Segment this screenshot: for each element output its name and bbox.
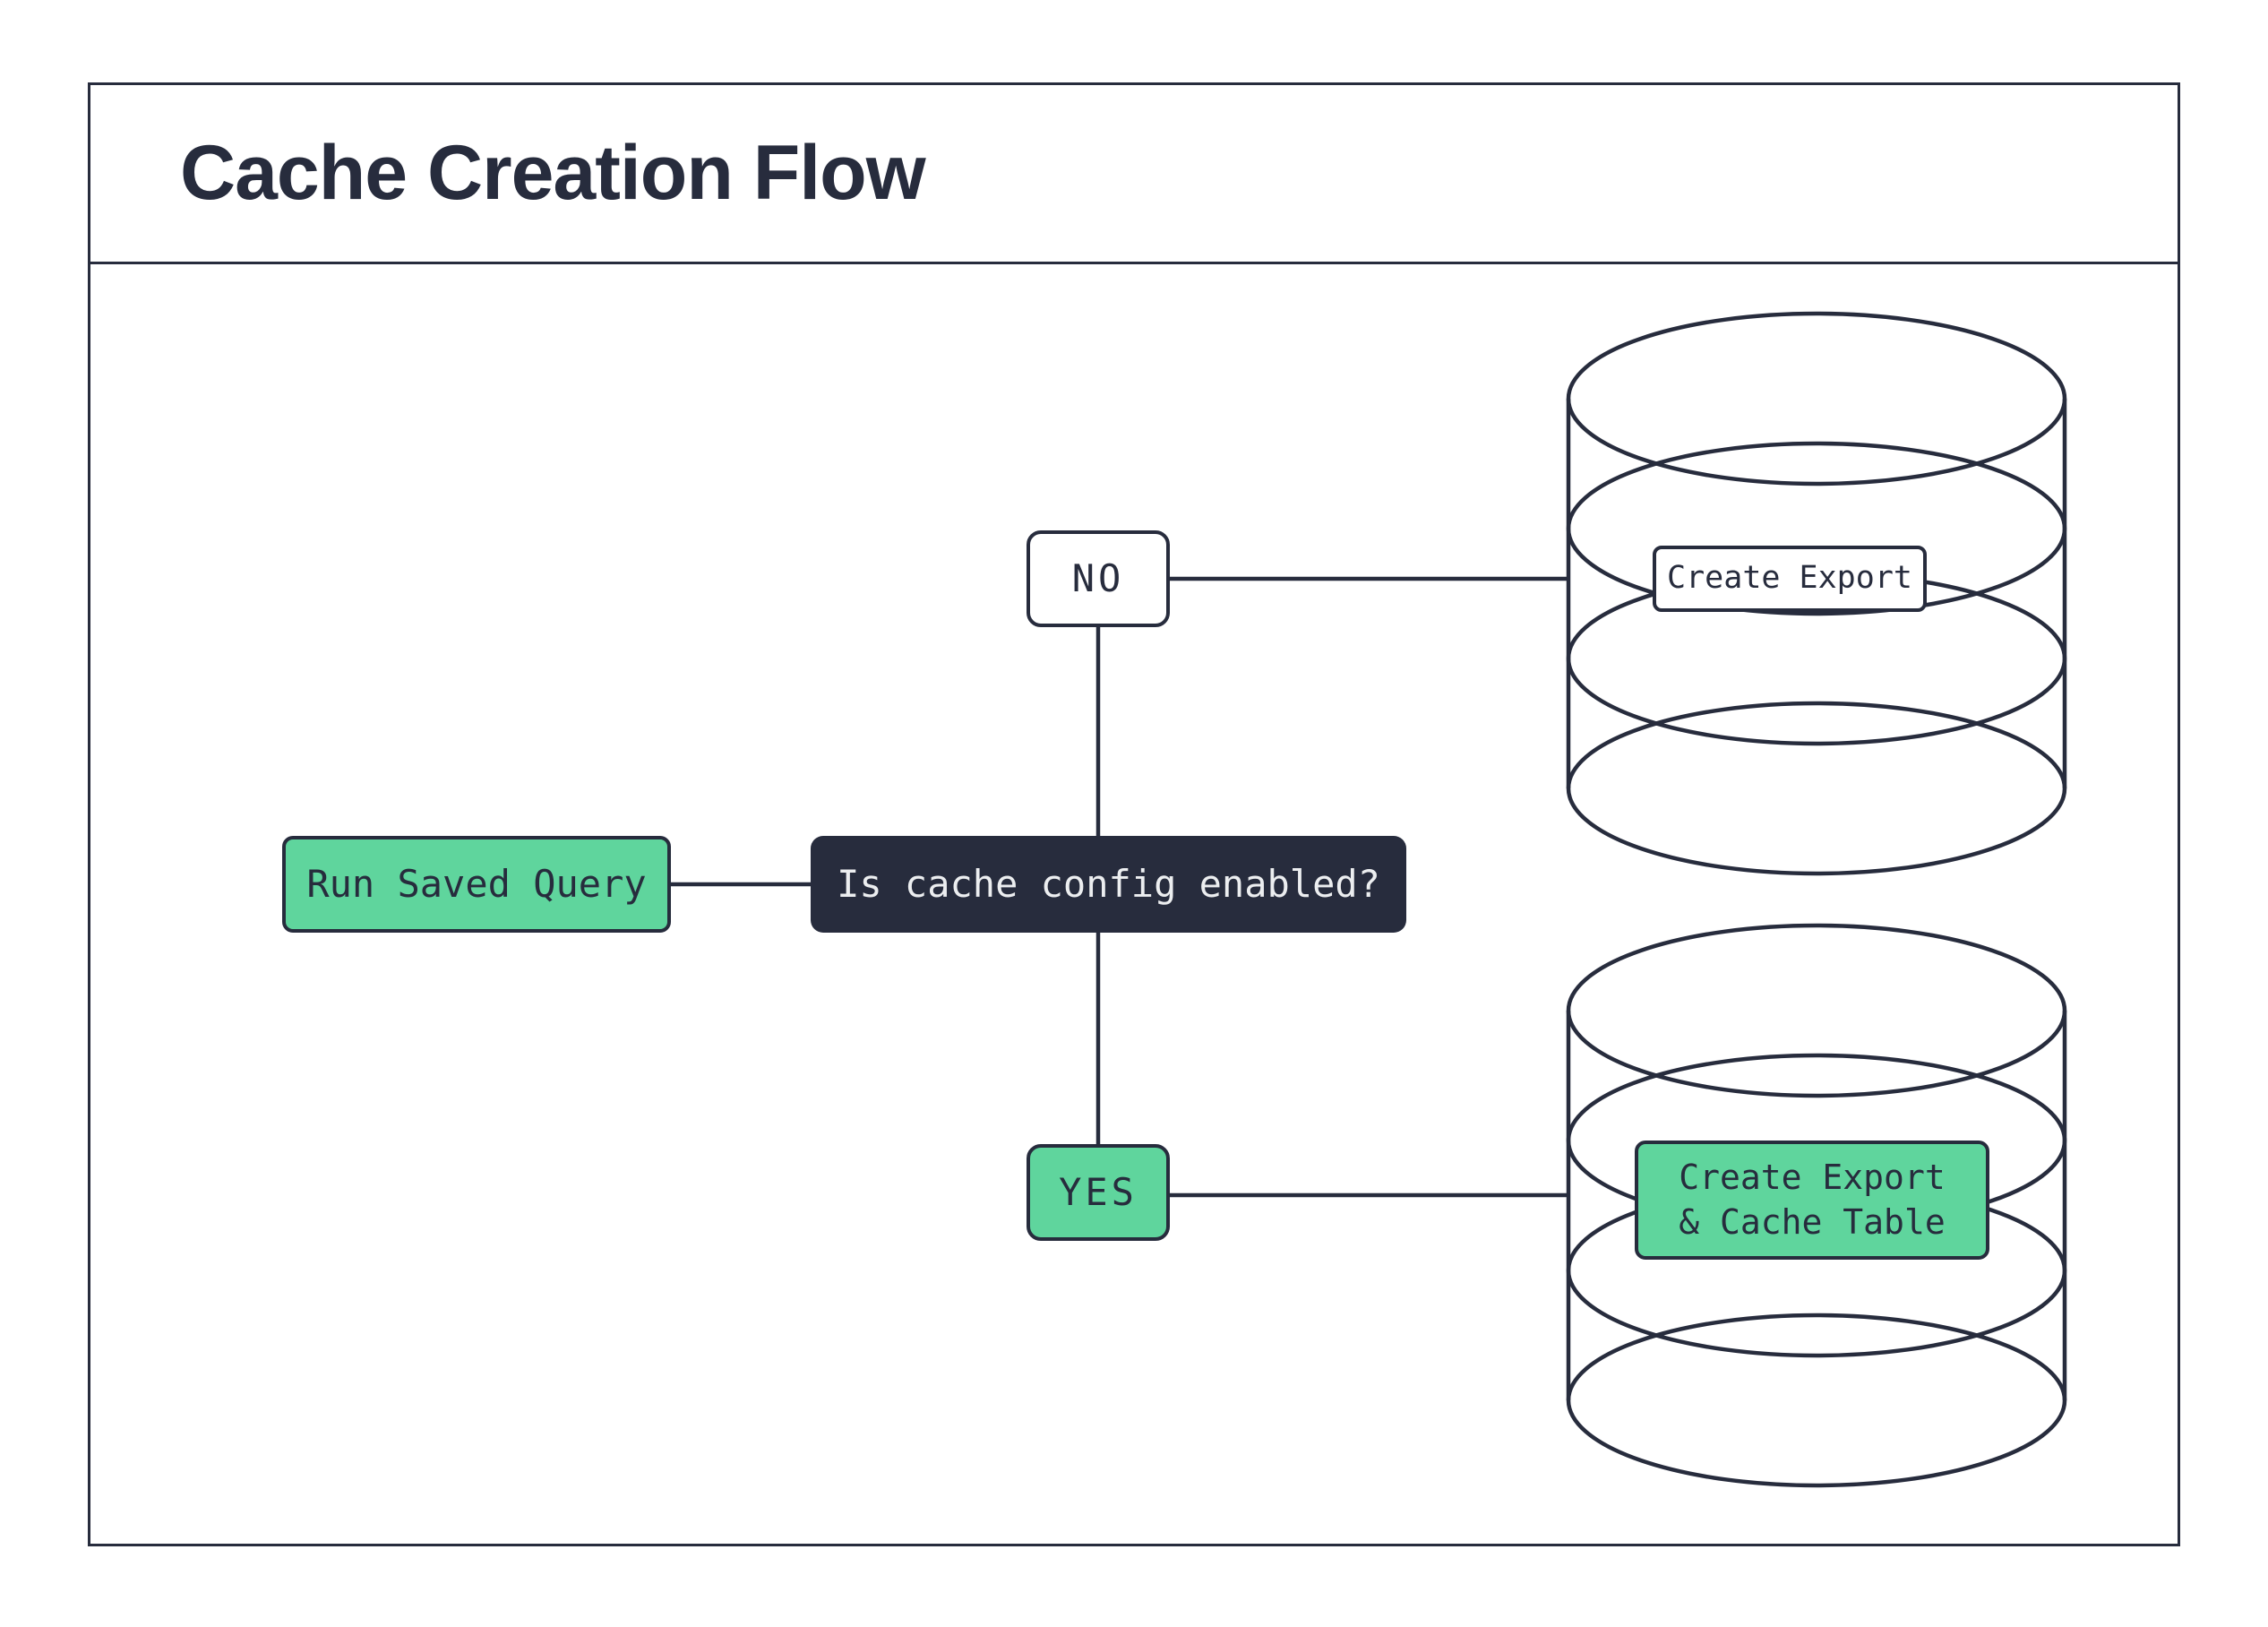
node-cache-config-question: Is cache config enabled? [811, 836, 1406, 933]
node-branch-no-label: NO [1071, 555, 1125, 600]
node-create-export-label: Create Export [1667, 560, 1912, 597]
node-create-export-cache-table: Create Export & Cache Table [1635, 1141, 1989, 1260]
node-create-export-cache-table-line1: Create Export [1679, 1158, 1946, 1198]
node-branch-yes-label: YES [1059, 1169, 1138, 1214]
node-run-saved-query-label: Run Saved Query [306, 861, 647, 906]
database-icon-yes-branch [1566, 923, 2067, 1488]
node-branch-yes: YES [1027, 1144, 1170, 1241]
node-branch-no: NO [1027, 530, 1170, 627]
node-cache-config-question-label: Is cache config enabled? [837, 861, 1380, 906]
node-create-export: Create Export [1653, 546, 1927, 612]
diagram-frame: Cache Creation Flow [88, 82, 2180, 1546]
node-create-export-cache-table-line2: & Cache Table [1679, 1201, 1946, 1242]
diagram-header: Cache Creation Flow [90, 85, 2178, 264]
database-icon-no-branch [1566, 311, 2067, 876]
page-title: Cache Creation Flow [180, 130, 926, 216]
node-run-saved-query: Run Saved Query [282, 836, 671, 933]
